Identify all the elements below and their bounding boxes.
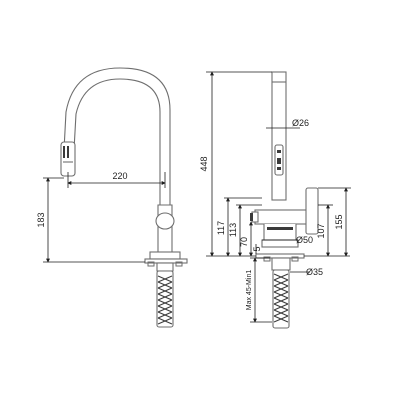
reach-label: 220 <box>112 171 127 181</box>
front-mount-nut <box>263 256 299 262</box>
right-height-155-label: 155 <box>334 214 344 229</box>
front-hose-braid <box>273 273 289 323</box>
front-lower-body <box>263 224 297 241</box>
front-dimensions <box>206 71 351 323</box>
base-height-70-label: 70 <box>239 237 249 247</box>
side-dimensions <box>43 172 166 263</box>
spout-inner-outline <box>73 78 161 205</box>
mount-thickness-label: Max 45-Min1 <box>246 270 253 311</box>
front-base-plate <box>261 239 299 248</box>
height-label: 183 <box>36 212 46 227</box>
hole-diameter-label: Ø35 <box>306 267 323 277</box>
spray-nozzle-dots <box>63 146 69 158</box>
spout-outer-outline <box>63 67 171 205</box>
front-view <box>251 71 319 329</box>
front-spout-column <box>271 71 287 201</box>
front-right-handle <box>305 187 319 235</box>
side-view <box>60 67 188 328</box>
front-cross-body <box>254 209 311 225</box>
base-height-117-label: 117 <box>216 221 226 235</box>
total-height-label: 448 <box>199 156 209 171</box>
faucet-handle <box>155 212 175 230</box>
front-shank <box>271 257 291 271</box>
spout-diameter-label: Ø26 <box>292 118 309 128</box>
side-mount-nut <box>147 261 183 267</box>
mounting-shank <box>156 262 174 272</box>
base-height-113-label: 113 <box>228 223 238 237</box>
base-plate <box>149 251 181 260</box>
side-hose-braid <box>157 275 173 325</box>
front-dark-details <box>250 150 293 230</box>
base-gap-5-label: 5 <box>252 246 262 251</box>
right-height-107-label: 107 <box>316 223 326 238</box>
base-diameter-label: Ø50 <box>296 235 313 245</box>
